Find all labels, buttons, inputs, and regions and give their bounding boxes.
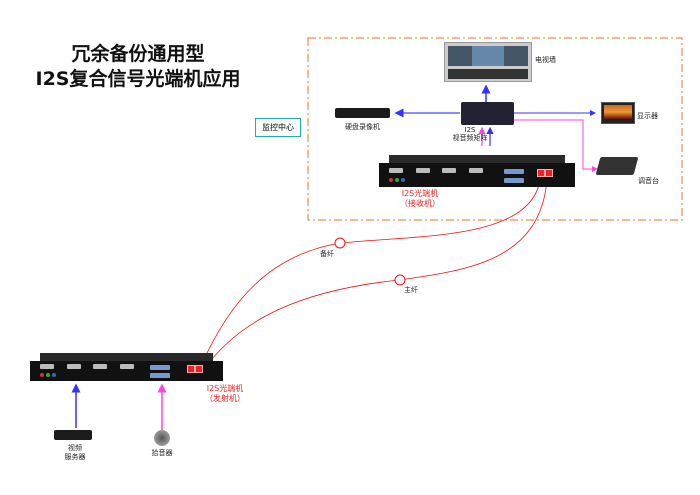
receiver-label-line2: （接收机） — [400, 199, 440, 208]
video-server-image — [54, 430, 92, 440]
receiver-label-line1: I2S光端机 — [401, 189, 439, 198]
tv-wall-label: 电视墙 — [535, 56, 556, 64]
fiber-main — [204, 179, 548, 369]
display-image — [601, 102, 635, 124]
matrix-label-line1: I2S — [464, 126, 476, 134]
dvr-image — [335, 108, 390, 118]
fiber-main-break-icon — [394, 274, 406, 286]
fiber-main-label: 主纤 — [404, 286, 418, 294]
video-server-label-line2: 服务器 — [64, 453, 86, 461]
microphone-label: 拾音器 — [151, 449, 173, 457]
matrix-image — [461, 102, 514, 125]
transmitter-label-line2: （发射机） — [205, 394, 245, 403]
fiber-backup-label: 备纤 — [320, 250, 334, 258]
title-line2: I2S复合信号光端机应用 — [35, 68, 241, 90]
matrix-label: I2S 视音频矩阵 — [440, 126, 500, 142]
title-line1: 冗余备份通用型 — [71, 43, 205, 65]
page-title: 冗余备份通用型 I2S复合信号光端机应用 — [18, 42, 258, 92]
microphone-image — [154, 430, 170, 446]
matrix-label-line2: 视音频矩阵 — [452, 134, 488, 142]
video-server-label: 视频 服务器 — [50, 444, 100, 462]
mixer-label: 调音台 — [638, 177, 659, 185]
fiber-backup — [199, 179, 541, 369]
video-server-label-line1: 视频 — [68, 444, 82, 452]
dvr-label: 硬盘录像机 — [345, 123, 380, 131]
receiver-label: I2S光端机 （接收机） — [390, 189, 450, 209]
tv-wall-image — [444, 42, 532, 82]
display-label: 显示器 — [637, 112, 658, 120]
transmitter-label: I2S光端机 （发射机） — [195, 384, 255, 404]
monitor-center-frame — [307, 37, 683, 221]
fiber-backup-break-icon — [334, 237, 346, 249]
arrow-matrix-mixer — [514, 119, 598, 172]
monitor-center-label: 监控中心 — [255, 118, 301, 137]
mixer-image — [595, 157, 639, 175]
transmitter-unit-image — [30, 353, 223, 381]
receiver-unit-image — [379, 155, 575, 187]
transmitter-label-line1: I2S光端机 — [206, 384, 244, 393]
